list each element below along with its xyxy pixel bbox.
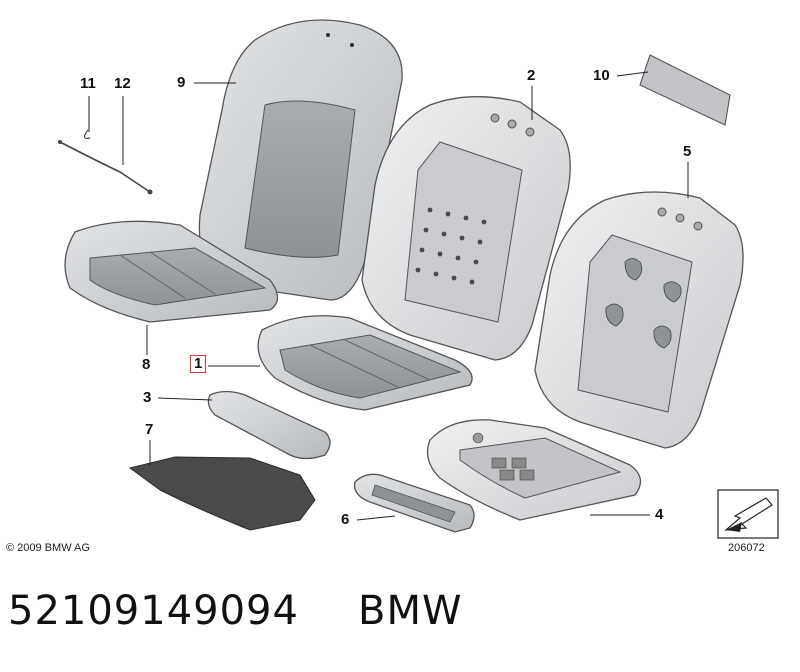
callout-label-8: 8	[142, 356, 151, 373]
part-number: 52109149094	[8, 588, 299, 634]
callout-label-5: 5	[683, 143, 692, 160]
side-panel-part-6	[353, 473, 475, 533]
backrest-frame-part-5	[534, 191, 744, 449]
cushion-foam-part-1	[257, 315, 473, 411]
callout-label-10: 10	[593, 67, 610, 84]
exploded-seat-diagram	[58, 19, 779, 539]
view-direction-arrow-icon	[717, 489, 779, 539]
callout-label-11: 11	[80, 75, 96, 92]
callout-label-6: 6	[341, 511, 350, 528]
callout-label-1-highlighted: 1	[190, 355, 207, 373]
side-bolster-part-3	[207, 390, 331, 460]
callout-label-7: 7	[145, 421, 154, 438]
callout-label-9: 9	[177, 74, 186, 91]
callout-label-2: 2	[527, 67, 536, 84]
cushion-cover-part-8	[64, 220, 279, 323]
seat-frame-part-4	[426, 419, 642, 521]
panel-part-10	[639, 54, 731, 126]
callout-label-4: 4	[655, 506, 664, 523]
wire-part-11	[83, 129, 91, 139]
brand-name: BMW	[358, 588, 463, 634]
wire-part-12	[58, 140, 153, 195]
backrest-foam-part-2	[361, 96, 571, 361]
callout-label-3: 3	[143, 389, 152, 406]
callout-leader-lines	[88, 71, 689, 521]
callout-label-12: 12	[114, 75, 131, 92]
copyright-text: © 2009 BMW AG	[6, 542, 90, 554]
diagram-id: 206072	[728, 542, 765, 554]
backrest-cover-part-9	[198, 19, 403, 301]
insulation-mat-part-7	[128, 456, 316, 531]
